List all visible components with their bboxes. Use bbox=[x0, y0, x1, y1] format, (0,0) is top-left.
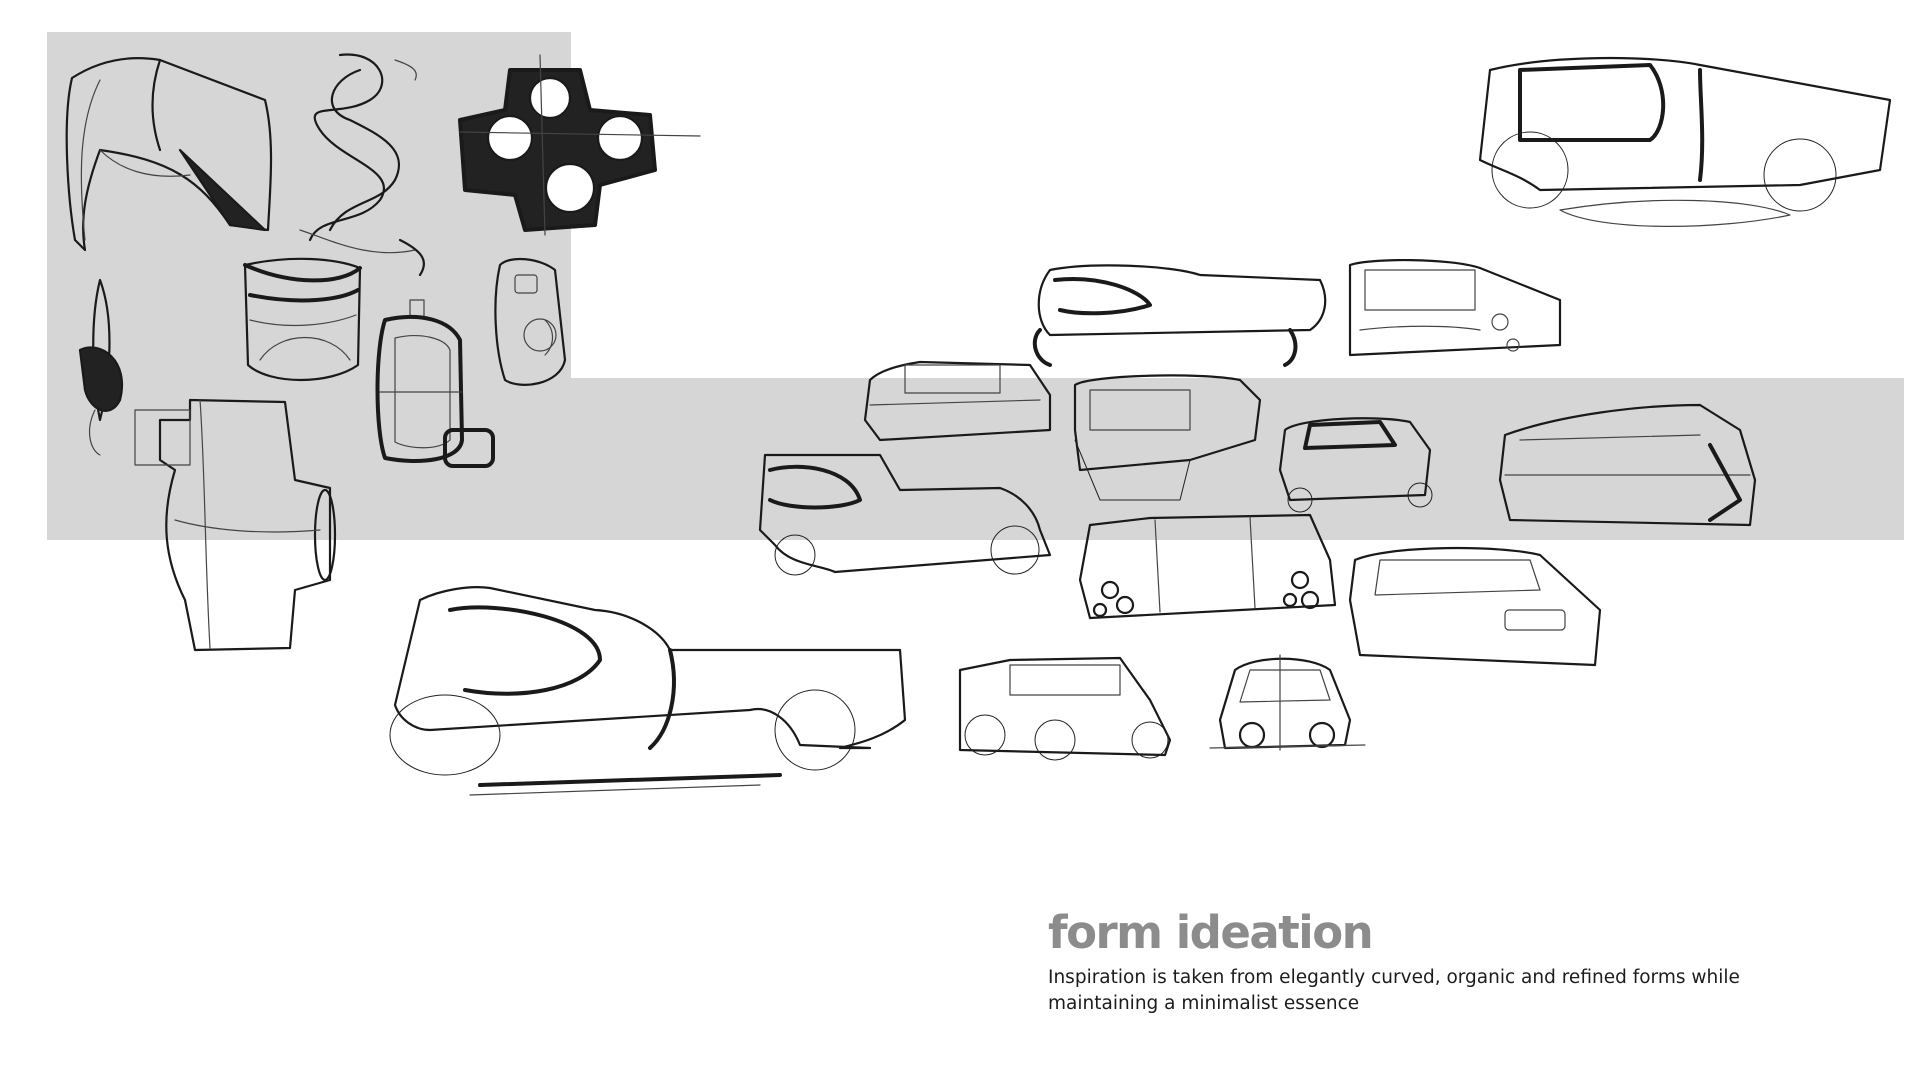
sketch-car-rear-top bbox=[1348, 259, 1562, 357]
sketch-car-front bbox=[1209, 654, 1366, 751]
sketch-device bbox=[494, 257, 567, 386]
sketch-car-jeep bbox=[958, 656, 1172, 761]
sketch-car-boxy-1 bbox=[863, 360, 1052, 442]
caption-body: Inspiration is taken from elegantly curv… bbox=[1048, 967, 1740, 1014]
sketch-bottle bbox=[375, 299, 495, 468]
sketch-car-boxy-2 bbox=[1073, 374, 1262, 501]
sketch-ribbon-form bbox=[65, 57, 273, 252]
sketch-controller bbox=[458, 54, 701, 236]
sketch-basket bbox=[243, 257, 362, 382]
sketch-car-curved-fender bbox=[1032, 264, 1327, 367]
sketch-car-rear-34 bbox=[1348, 546, 1602, 667]
caption-block: form ideation Inspiration is taken from … bbox=[1048, 905, 1868, 1017]
sketch-s-curves bbox=[299, 53, 425, 277]
sketch-car-pickup-mid bbox=[758, 453, 1052, 576]
sketch-car-van-side bbox=[1078, 513, 1337, 620]
sketch-torso-form bbox=[134, 398, 337, 652]
caption-title: form ideation bbox=[1048, 906, 1374, 959]
sketch-car-large-side bbox=[389, 586, 907, 796]
sketch-car-compact bbox=[1278, 417, 1433, 513]
sketch-leaf-form bbox=[78, 278, 123, 456]
sketch-car-top-right bbox=[1478, 56, 1892, 227]
sketch-car-right-band bbox=[1498, 403, 1757, 527]
